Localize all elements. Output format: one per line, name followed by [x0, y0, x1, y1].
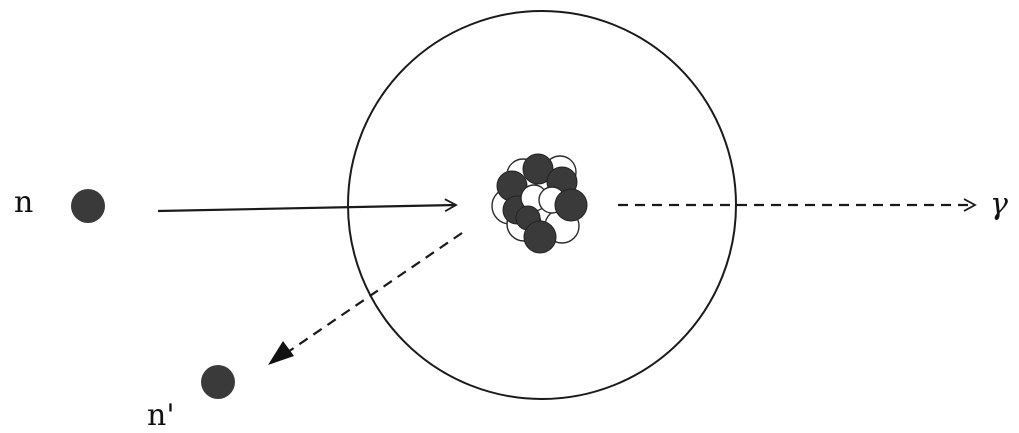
incident-neutron-label: n: [14, 185, 33, 220]
scattered-neutron-particle: [201, 365, 235, 399]
scattered-arrowhead: [268, 341, 294, 365]
incident-neutron-particle: [71, 189, 105, 223]
incident-path-arrow: [158, 205, 456, 211]
nucleon: [555, 189, 587, 221]
scattered-neutron-label: n': [147, 398, 175, 433]
gamma-label: γ: [990, 187, 1008, 222]
scattered-path-arrow: [285, 233, 462, 354]
nucleon: [524, 221, 556, 253]
nucleus: [492, 154, 587, 253]
